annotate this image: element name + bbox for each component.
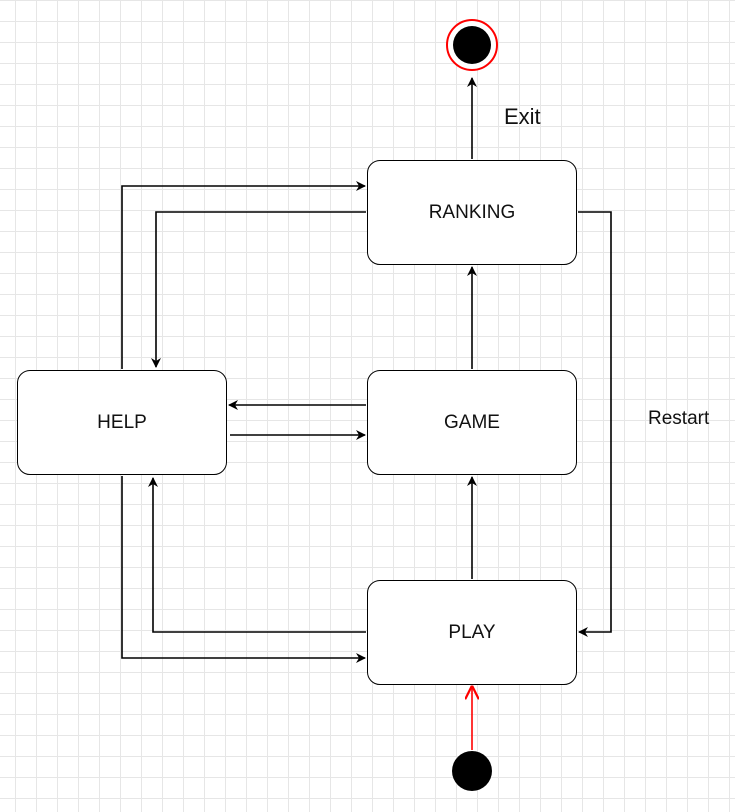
edge-help-to-play bbox=[121, 476, 366, 663]
state-game[interactable]: GAME bbox=[367, 370, 577, 475]
state-help[interactable]: HELP bbox=[17, 370, 227, 475]
edge-label-restart: Restart bbox=[648, 408, 710, 429]
state-help-label: HELP bbox=[97, 411, 147, 433]
edge-label-exit: Exit bbox=[504, 104, 541, 129]
edge-ranking-to-help bbox=[151, 211, 366, 368]
edge-help-to-ranking bbox=[121, 181, 366, 369]
state-ranking-label: RANKING bbox=[428, 201, 516, 223]
final-state-core bbox=[453, 26, 491, 64]
state-ranking[interactable]: RANKING bbox=[367, 160, 577, 265]
edge-ranking-to-play bbox=[578, 211, 612, 637]
state-play-label: PLAY bbox=[448, 621, 496, 643]
initial-state bbox=[452, 751, 492, 791]
state-play[interactable]: PLAY bbox=[367, 580, 577, 685]
state-game-label: GAME bbox=[444, 411, 500, 433]
edge-play-to-help bbox=[148, 477, 366, 633]
